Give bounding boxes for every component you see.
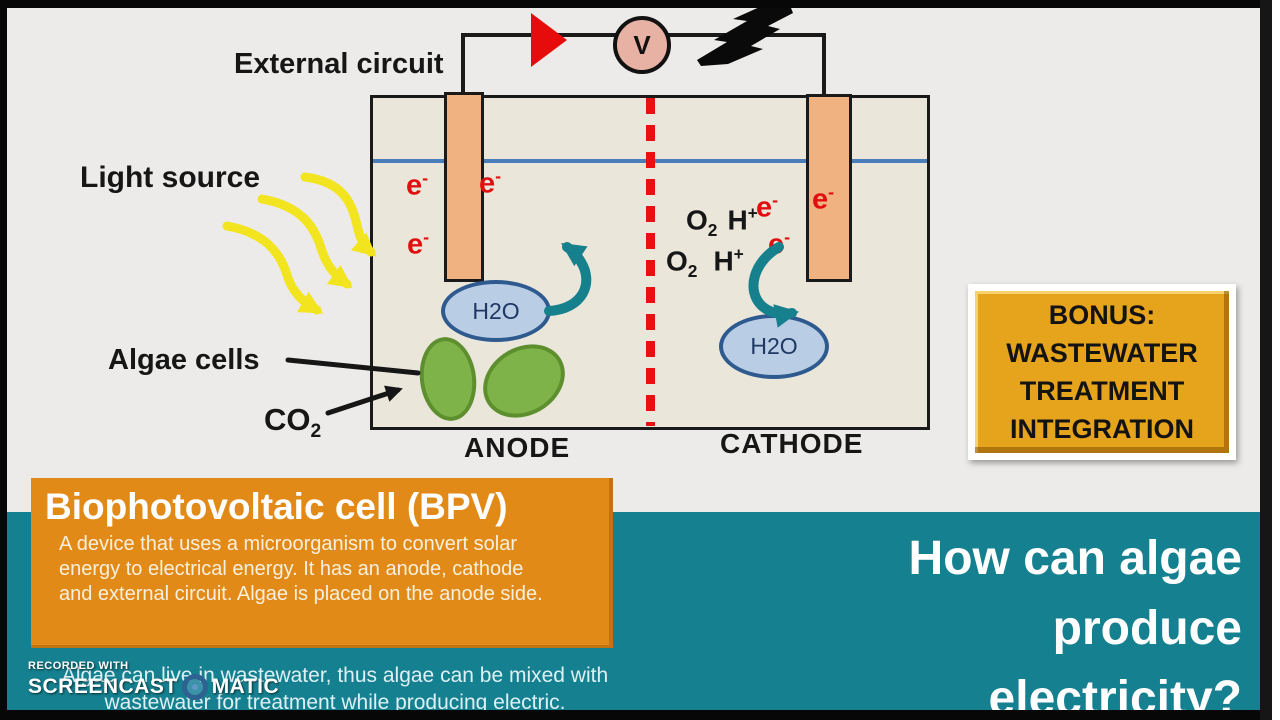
electron-label: e- (407, 227, 430, 261)
voltmeter-icon: V (613, 16, 671, 74)
membrane-dashed-divider (646, 98, 655, 426)
recorded-with-label: RECORDED WITH (28, 660, 129, 672)
matic-brand-label: MATIC (211, 675, 280, 698)
anode-label: ANODE (464, 432, 571, 463)
circuit-wire-right (822, 33, 826, 97)
h2o-bubble-cathode: H2O (719, 314, 829, 379)
frame-right-white-strip (1272, 0, 1280, 720)
frame-right-bar (1260, 0, 1272, 720)
screencast-brand-label: SCREENCAST (28, 675, 178, 698)
electron-label: e- (768, 227, 791, 261)
electron-label: e- (479, 166, 502, 200)
bonus-line: BONUS: (1048, 300, 1156, 330)
question-title: How can algae produce electricity? (908, 532, 1242, 720)
bpv-definition-box: Biophotovoltaic cell (BPV) A device that… (31, 478, 613, 648)
cathode-label: CATHODE (720, 428, 864, 459)
bpv-description: A device that uses a microorganism to co… (59, 533, 543, 605)
bonus-line: WASTEWATER (1006, 338, 1198, 368)
electron-label: e- (812, 182, 835, 216)
frame-top-bar (0, 0, 1280, 8)
current-direction-arrow-icon (531, 13, 567, 67)
bpv-title: Biophotovoltaic cell (BPV) (45, 486, 508, 527)
bonus-callout-inner: BONUS: WASTEWATER TREATMENT INTEGRATION (975, 291, 1229, 453)
frame-left-bar (0, 0, 7, 720)
circuit-wire-left (461, 33, 465, 97)
cathode-electrode (806, 94, 852, 282)
screencast-watermark: RECORDED WITH SCREENCAST MATIC (28, 660, 279, 700)
bonus-callout-box: BONUS: WASTEWATER TREATMENT INTEGRATION (968, 284, 1236, 460)
h2o-label: H2O (750, 333, 798, 359)
light-source-label: Light source (80, 161, 261, 194)
h2o-label: H2O (472, 297, 520, 324)
co2-label: CO2 (264, 402, 322, 443)
light-ray-arrows-icon (222, 172, 377, 315)
bonus-line: TREATMENT (1019, 376, 1185, 406)
anode-electrode (444, 92, 484, 282)
h2o-bubble-anode: H2O (441, 280, 551, 342)
electron-label: e- (406, 168, 429, 202)
screencast-logo-icon (181, 674, 208, 700)
frame-bottom-bar (0, 710, 1280, 720)
algae-cells-label: Algae cells (108, 344, 260, 376)
external-circuit-label: External circuit (234, 48, 444, 80)
voltmeter-label: V (633, 29, 651, 60)
bonus-line: INTEGRATION (1010, 414, 1194, 444)
electron-label: e- (756, 190, 779, 224)
